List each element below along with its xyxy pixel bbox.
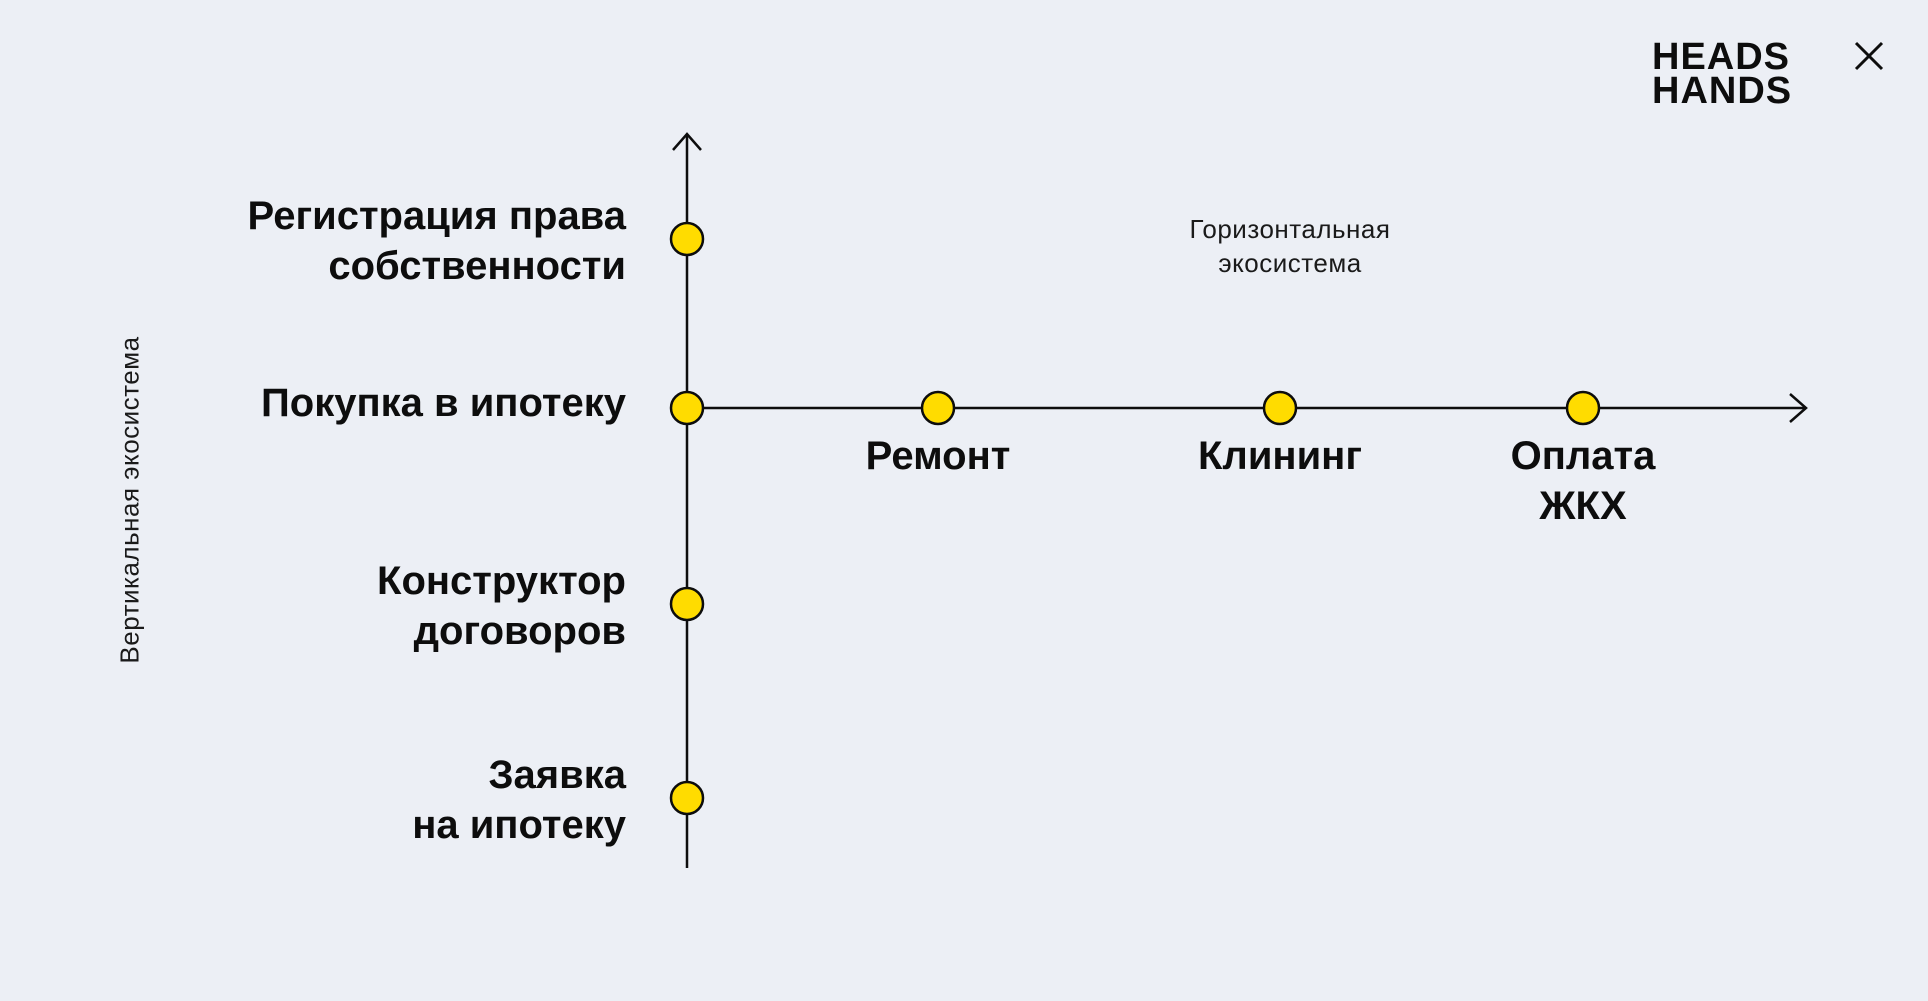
vertical-item-label-2: Конструктор договоров: [106, 556, 626, 656]
horizontal-item-label-0: Ремонт: [788, 431, 1088, 481]
vertical-item-label-3-line-0: Заявка: [488, 753, 627, 797]
vertical-item-label-0-line-1: собственности: [328, 244, 626, 288]
vertical-node-1: [669, 390, 705, 426]
horizontal-item-label-1-line-0: Клининг: [1198, 434, 1362, 478]
horizontal-caption-line-2: экосистема: [1218, 248, 1362, 278]
vertical-item-label-0: Регистрация права собственности: [106, 191, 626, 291]
vertical-item-label-3: Заявка на ипотеку: [106, 750, 626, 850]
horizontal-item-label-0-line-0: Ремонт: [865, 434, 1011, 478]
horizontal-node-2: [1565, 390, 1601, 426]
vertical-node-0: [669, 221, 705, 257]
horizontal-item-label-1: Клининг: [1130, 431, 1430, 481]
vertical-item-label-3-line-1: на ипотеку: [412, 803, 626, 847]
horizontal-caption-line-1: Горизонтальная: [1189, 214, 1391, 244]
vertical-item-label-1: Покупка в ипотеку: [106, 378, 626, 428]
vertical-node-3: [669, 780, 705, 816]
vertical-node-2: [669, 586, 705, 622]
vertical-item-label-0-line-0: Регистрация права: [247, 194, 626, 238]
horizontal-node-0: [920, 390, 956, 426]
horizontal-item-label-2-line-1: ЖКХ: [1539, 484, 1627, 528]
horizontal-axis-arrowhead: [1789, 393, 1808, 423]
heads-and-hands-logo: HEADS HANDS: [1652, 36, 1884, 112]
logo-line-2: HANDS: [1652, 70, 1793, 112]
logo-line-1: HEADS: [1652, 36, 1791, 78]
horizontal-node-1: [1262, 390, 1298, 426]
horizontal-item-label-2-line-0: Оплата: [1510, 434, 1656, 478]
vertical-item-label-2-line-0: Конструктор: [377, 559, 626, 603]
vertical-axis-arrowhead: [672, 132, 702, 151]
vertical-item-label-2-line-1: договоров: [413, 609, 626, 653]
vertical-item-label-1-line-0: Покупка в ипотеку: [261, 381, 626, 425]
logo-cross-icon: [1854, 41, 1884, 71]
node-group: [669, 221, 1601, 816]
horizontal-ecosystem-caption: Горизонтальная экосистема: [1165, 212, 1415, 280]
